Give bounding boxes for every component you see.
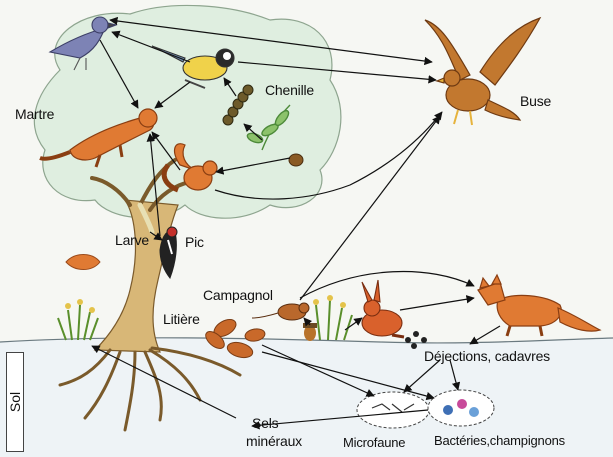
arrow-fox-to-dejections	[470, 326, 500, 344]
label-martre: Martre	[15, 107, 54, 121]
arrow-vole-to-fox	[300, 271, 474, 298]
seed	[289, 154, 303, 166]
label-larve: Larve	[115, 233, 149, 247]
vole	[252, 303, 309, 320]
fox	[478, 275, 600, 336]
label-campagnol: Campagnol	[203, 288, 273, 302]
microfauna-circle	[357, 392, 429, 428]
label-chenille: Chenille	[265, 83, 314, 97]
grass-tuft-left	[58, 299, 98, 340]
arrow-rabbit-to-fox	[400, 298, 474, 310]
rabbit	[362, 280, 404, 337]
label-bacteries: Bactéries,champignons	[434, 434, 565, 447]
acorn	[303, 323, 317, 341]
label-sol: Sol	[7, 392, 23, 412]
grass-tuft-right	[313, 295, 352, 340]
fallen-leaf	[66, 255, 100, 270]
label-microfaune: Microfaune	[343, 436, 405, 449]
label-mineraux: minéraux	[246, 434, 302, 448]
label-buse: Buse	[520, 94, 551, 108]
label-litiere: Litière	[163, 312, 200, 326]
arrow-grass-to-rabbit	[345, 318, 362, 330]
label-dejections: Déjections, cadavres	[424, 349, 550, 363]
bacteria-circle	[428, 390, 494, 426]
label-pic: Pic	[185, 235, 204, 249]
label-sels: Sels	[252, 416, 278, 430]
soil-tag: Sol	[6, 352, 24, 452]
